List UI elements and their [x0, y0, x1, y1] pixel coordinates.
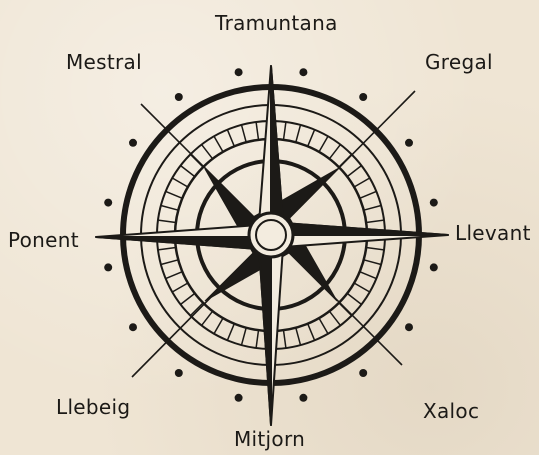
tick-mark: [360, 272, 377, 279]
tick-mark: [256, 122, 258, 140]
point-south-shade: [259, 247, 271, 425]
tick-mark: [172, 283, 188, 292]
tick-mark: [284, 122, 286, 140]
ring-dot: [299, 394, 307, 402]
tick-mark: [347, 293, 361, 304]
tick-mark: [319, 136, 328, 152]
ring-dot: [235, 394, 243, 402]
wind-label-southeast: Xaloc: [423, 401, 479, 421]
tick-mark: [172, 178, 188, 187]
tick-mark: [347, 166, 361, 177]
tick-mark: [296, 125, 301, 142]
tick-mark: [308, 130, 315, 147]
tick-mark: [227, 324, 234, 341]
ring-dot: [359, 93, 367, 101]
tick-mark: [190, 303, 203, 316]
ring-dot: [104, 199, 112, 207]
wind-label-northeast: Gregal: [425, 52, 493, 72]
ring-dot: [175, 369, 183, 377]
wind-label-east: Llevant: [455, 223, 531, 243]
tick-mark: [319, 318, 328, 334]
tick-mark: [158, 220, 176, 222]
tick-mark: [296, 328, 301, 345]
ring-dot: [405, 139, 413, 147]
ring-dot: [129, 139, 137, 147]
tick-mark: [366, 248, 384, 250]
tick-mark: [329, 311, 340, 325]
tick-mark: [329, 145, 340, 159]
tick-mark: [181, 293, 195, 304]
ring-dot: [175, 93, 183, 101]
tick-mark: [360, 191, 377, 198]
wind-label-southwest: Llebeig: [56, 397, 130, 417]
ring-dot: [359, 369, 367, 377]
tick-mark: [202, 311, 213, 325]
tick-mark: [364, 260, 381, 265]
wind-label-north: Tramuntana: [215, 13, 338, 33]
wind-label-west: Ponent: [8, 230, 79, 250]
tick-mark: [158, 248, 176, 250]
tick-mark: [202, 145, 213, 159]
tick-mark: [181, 166, 195, 177]
tick-mark: [366, 220, 384, 222]
wind-label-south: Mitjorn: [234, 429, 305, 449]
tick-mark: [214, 136, 223, 152]
tick-mark: [242, 125, 247, 142]
tick-mark: [242, 328, 247, 345]
wind-label-northwest: Mestral: [66, 52, 142, 72]
tick-mark: [256, 330, 258, 348]
ring-dot: [405, 323, 413, 331]
ring-dot: [235, 68, 243, 76]
tick-mark: [284, 330, 286, 348]
tick-mark: [214, 318, 223, 334]
ring-dot: [104, 263, 112, 271]
ring-dot: [430, 199, 438, 207]
tick-mark: [161, 260, 178, 265]
tick-mark: [227, 130, 234, 147]
ring-dot: [299, 68, 307, 76]
ring-dot: [129, 323, 137, 331]
tick-mark: [161, 206, 178, 211]
tick-mark: [354, 178, 370, 187]
tick-mark: [354, 283, 370, 292]
tick-mark: [166, 272, 183, 279]
tick-mark: [166, 191, 183, 198]
tick-mark: [364, 206, 381, 211]
ring-dot: [430, 263, 438, 271]
tick-mark: [308, 324, 315, 341]
